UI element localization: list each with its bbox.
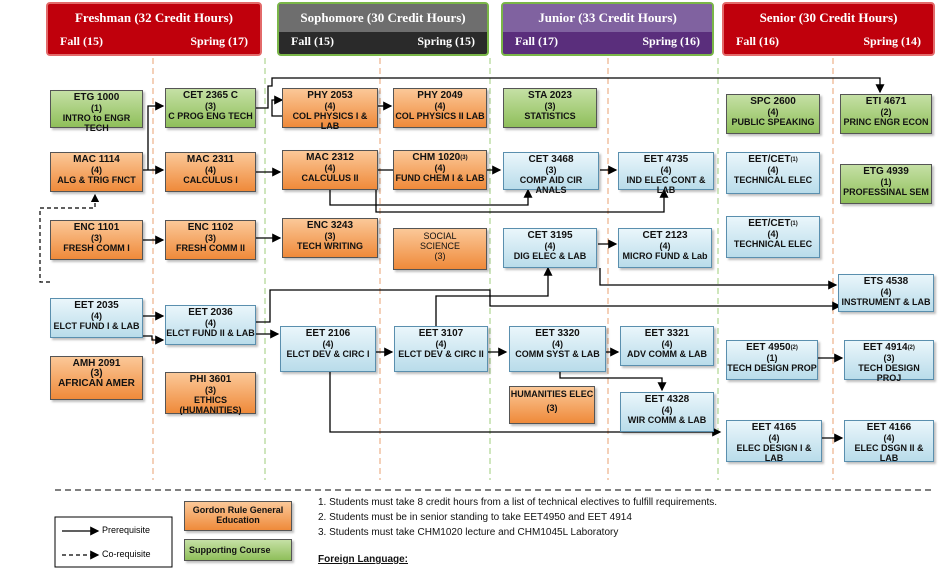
course-amh2091[interactable]: AMH 2091(3)AFRICAN AMER: [50, 356, 143, 400]
year-title: Senior (30 Credit Hours): [759, 10, 898, 25]
spring-label: Spring (15): [417, 33, 475, 48]
course-humanities-elec[interactable]: HUMANITIES ELEC(3): [509, 386, 595, 424]
course-chm1020[interactable]: CHM 1020(3)(4)FUND CHEM I & LAB: [393, 150, 487, 190]
legend-supporting-course: Supporting Course: [184, 539, 292, 561]
course-etg1000[interactable]: ETG 1000(1)INTRO to ENGR TECH: [50, 90, 143, 133]
spring-label: Spring (17): [190, 33, 248, 48]
course-eet4735[interactable]: EET 4735(4)IND ELEC CONT & LAB: [618, 152, 714, 195]
course-eet4914[interactable]: EET 4914(2)(3)TECH DESIGN PROJ: [844, 340, 934, 383]
course-eet4165[interactable]: EET 4165(4)ELEC DESIGN I & LAB: [726, 420, 822, 463]
course-mac2311[interactable]: MAC 2311(4)CALCULUS I: [165, 152, 256, 192]
course-eet3320[interactable]: EET 3320(4)COMM SYST & LAB: [509, 326, 606, 372]
course-eet4950[interactable]: EET 4950(2)(1)TECH DESIGN PROP: [726, 340, 818, 380]
course-mac1114[interactable]: MAC 1114(4)ALG & TRIG FNCT: [50, 152, 143, 192]
course-phy2049[interactable]: PHY 2049(4)COL PHYSICS II LAB: [393, 88, 487, 128]
course-eet4166[interactable]: EET 4166(4)ELEC DSGN II & LAB: [844, 420, 934, 463]
fall-label: Fall (15): [291, 33, 334, 48]
year-title: Freshman (32 Credit Hours): [74, 10, 234, 25]
year-title: Junior (33 Credit Hours): [503, 4, 712, 32]
course-technical-elec-1[interactable]: EET/CET(1)(4)TECHNICAL ELEC: [726, 152, 820, 194]
course-eet3321[interactable]: EET 3321(4)ADV COMM & LAB: [620, 326, 714, 366]
year-header-junior: Junior (33 Credit Hours) Fall (17) Spring…: [501, 2, 714, 56]
course-technical-elec-2[interactable]: EET/CET(1)(4)TECHNICAL ELEC: [726, 216, 820, 258]
note-2: 2. Students must be in senior standing t…: [318, 512, 632, 523]
course-enc1102[interactable]: ENC 1102(3)FRESH COMM II: [165, 220, 256, 260]
course-eet3107[interactable]: EET 3107(4)ELCT DEV & CIRC II: [394, 326, 488, 372]
course-cet2365[interactable]: CET 2365 C(3)C PROG ENG TECH: [165, 88, 256, 128]
course-etg4939[interactable]: ETG 4939(1)PROFESSINAL SEM: [840, 164, 932, 204]
year-title: Sophomore (30 Credit Hours): [279, 4, 487, 32]
fall-label: Fall (15): [60, 33, 103, 48]
fall-label: Fall (17): [515, 33, 558, 48]
semester-guides: [152, 58, 834, 480]
year-header-sophomore: Sophomore (30 Credit Hours) Fall (15) Spr…: [277, 2, 489, 56]
course-phy2053[interactable]: PHY 2053(4)COL PHYSICS I & LAB: [282, 88, 378, 131]
course-cet3195[interactable]: CET 3195(4)DIG ELEC & LAB: [503, 228, 597, 268]
course-cet3468[interactable]: CET 3468(3)COMP AID CIR ANALS: [503, 152, 599, 195]
legend-corequisite-label: Co-requisite: [102, 549, 151, 559]
legend-prerequisite-label: Prerequisite: [102, 525, 151, 535]
spring-label: Spring (16): [642, 33, 700, 48]
note-1: 1. Students must take 8 credit hours fro…: [318, 497, 718, 508]
course-ets4538[interactable]: ETS 4538(4)INSTRUMENT & LAB: [838, 274, 934, 312]
course-eet2106[interactable]: EET 2106(4)ELCT DEV & CIRC I: [280, 326, 376, 372]
note-3: 3. Students must take CHM1020 lecture an…: [318, 527, 619, 538]
course-eet2036[interactable]: EET 2036(4)ELCT FUND II & LAB: [165, 305, 256, 345]
course-sta2023[interactable]: STA 2023(3)STATISTICS: [503, 88, 597, 128]
legend-gordon-rule: Gordon Rule General Education: [184, 501, 292, 531]
course-eet2035[interactable]: EET 2035(4)ELCT FUND I & LAB: [50, 298, 143, 338]
course-enc1101[interactable]: ENC 1101(3)FRESH COMM I: [50, 220, 143, 260]
course-enc3243[interactable]: ENC 3243(3)TECH WRITING: [282, 218, 378, 258]
course-mac2312[interactable]: MAC 2312(4)CALCULUS II: [282, 150, 378, 190]
course-spc2600[interactable]: SPC 2600(4)PUBLIC SPEAKING: [726, 94, 820, 134]
foreign-language-label: Foreign Language:: [318, 554, 408, 565]
year-header-senior: Senior (30 Credit Hours) Fall (16) Spring…: [722, 2, 935, 56]
legend-frame: [54, 516, 173, 568]
course-eti4671[interactable]: ETI 4671(2)PRINC ENGR ECON: [840, 94, 932, 134]
course-eet4328[interactable]: EET 4328(4)WIR COMM & LAB: [620, 392, 714, 432]
course-cet2123[interactable]: CET 2123(4)MICRO FUND & Lab: [618, 228, 712, 268]
spring-label: Spring (14): [863, 33, 921, 48]
year-header-freshman: Freshman (32 Credit Hours) Fall (15) Spri…: [46, 2, 262, 56]
fall-label: Fall (16): [736, 33, 779, 48]
course-phi3601[interactable]: PHI 3601(3)ETHICS (HUMANITIES): [165, 372, 256, 415]
